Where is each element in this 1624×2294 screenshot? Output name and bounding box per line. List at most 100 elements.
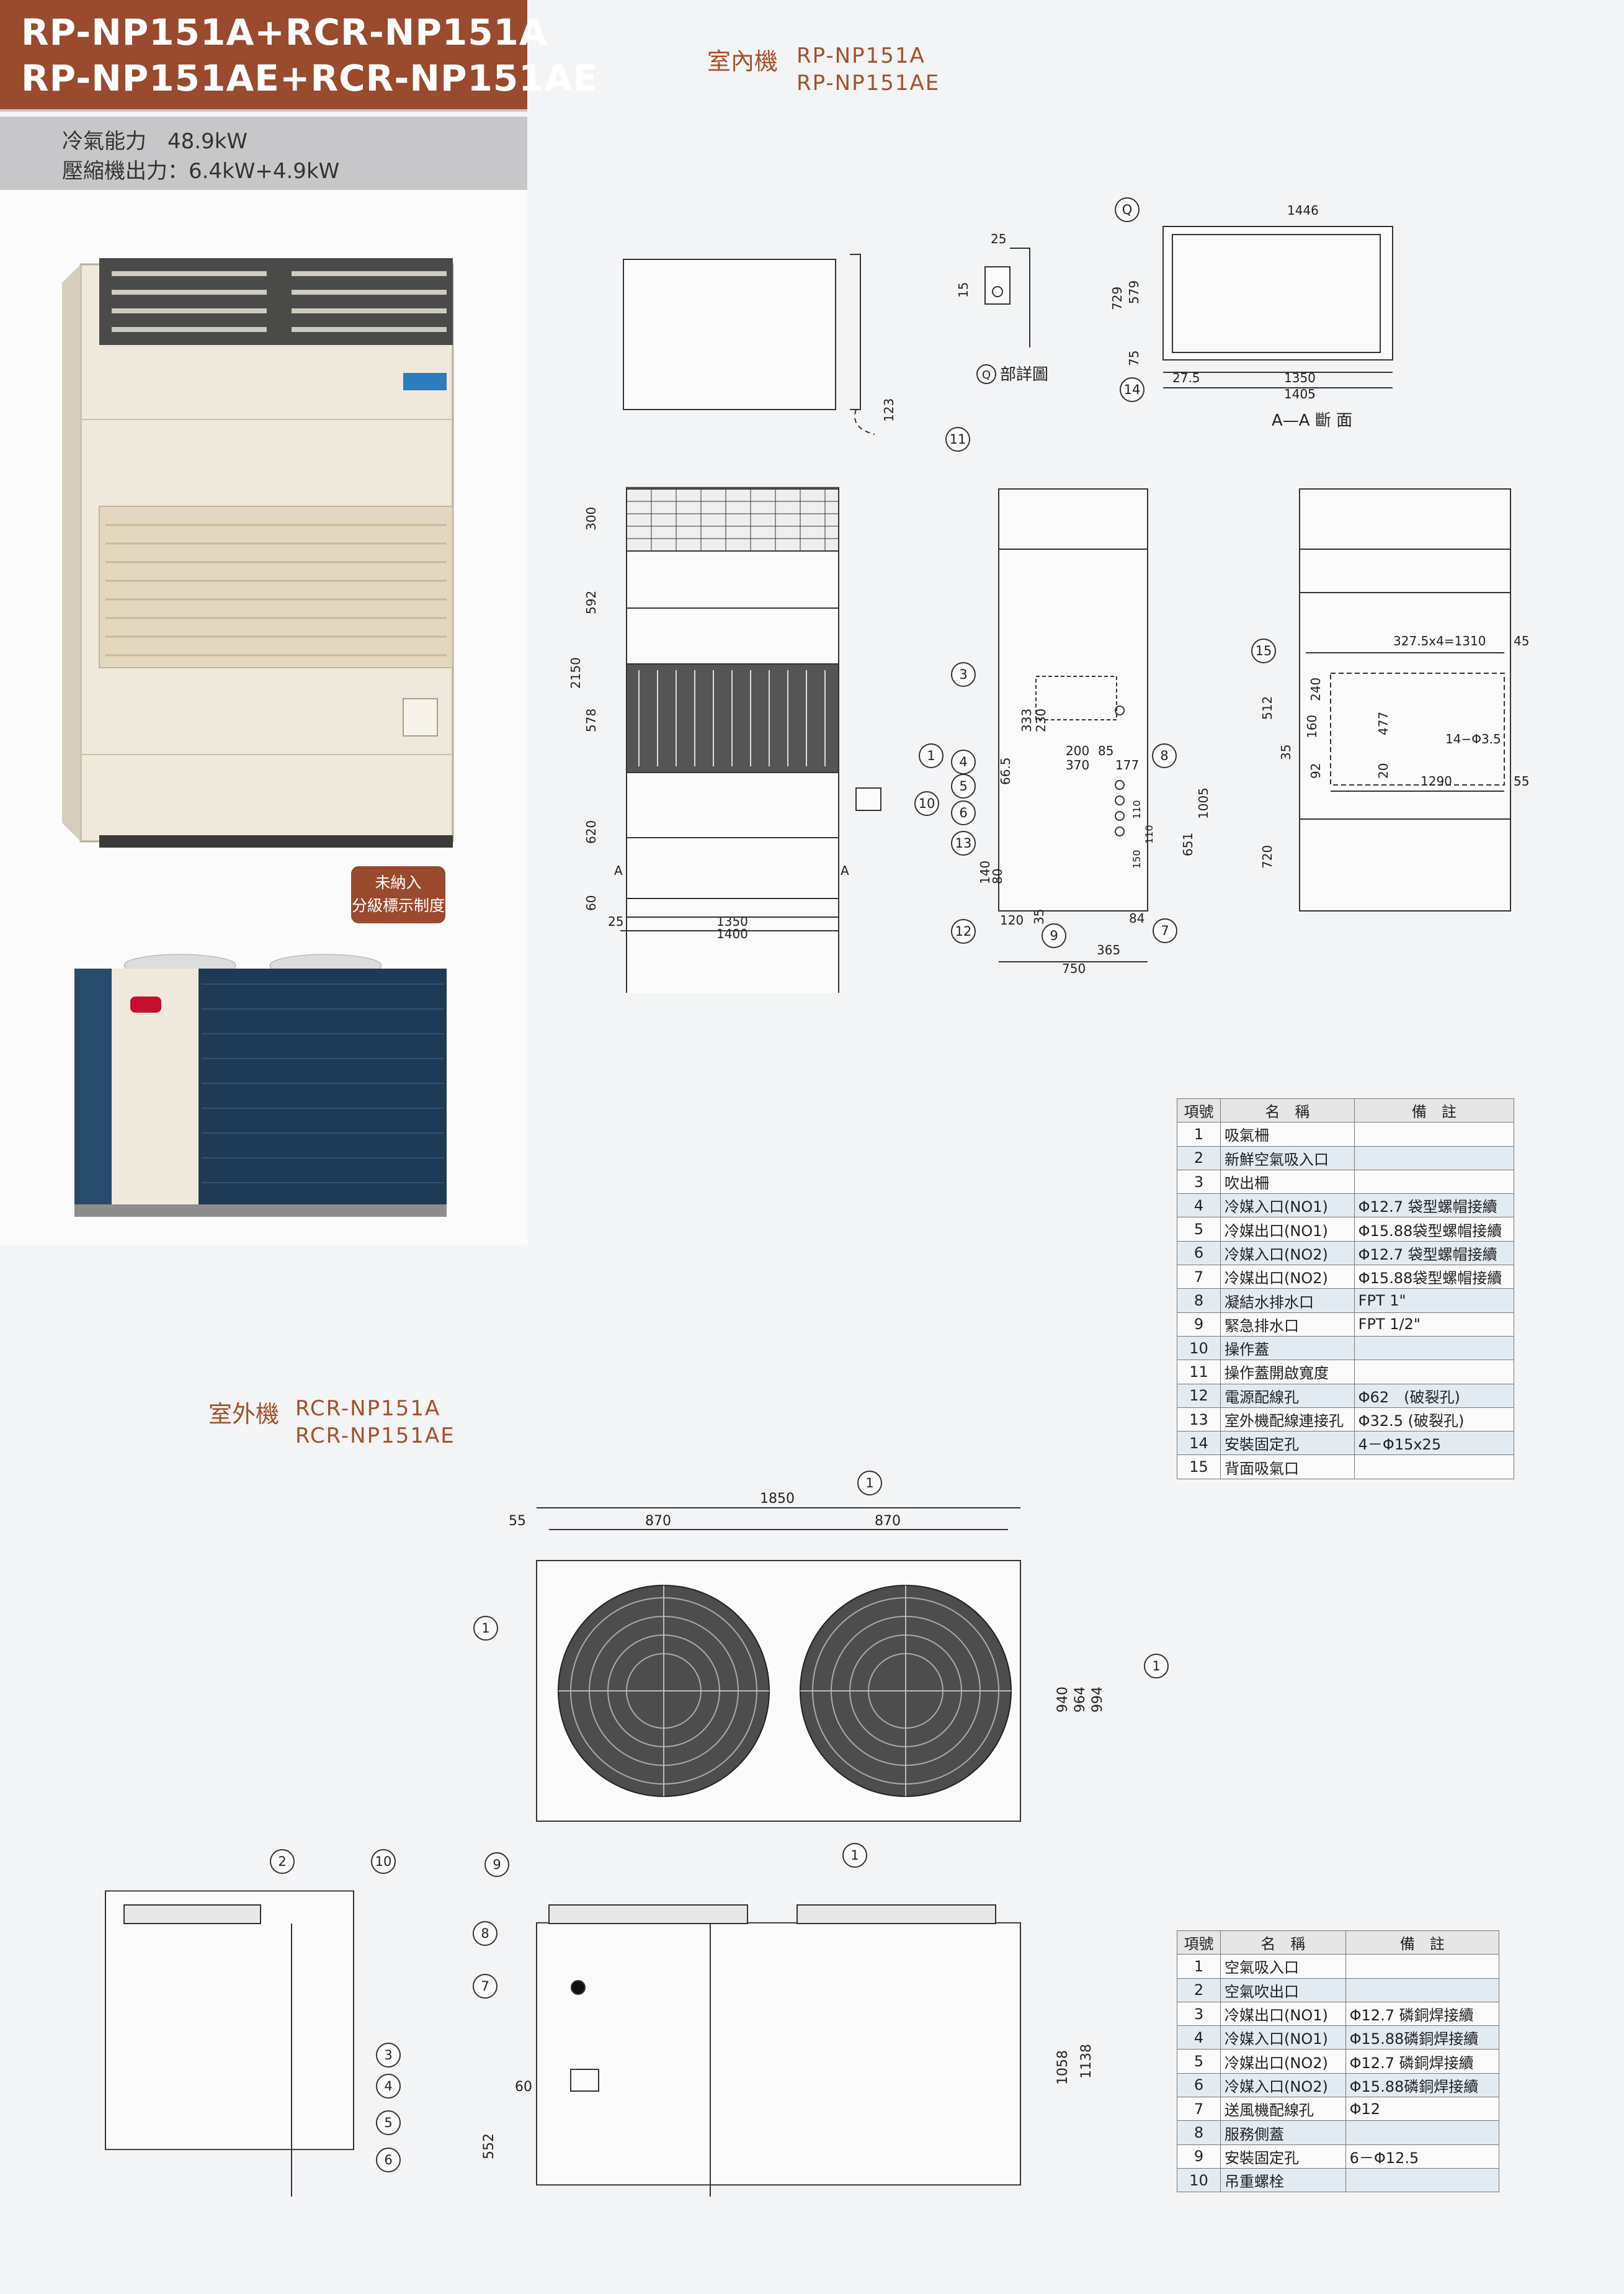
part-note: [1345, 1978, 1500, 2002]
dim-620: 620: [584, 820, 599, 844]
dim-750: 750: [1062, 961, 1086, 976]
part-number: 10: [1177, 2167, 1221, 2193]
indoor-section-label: 室內機: [707, 48, 779, 75]
part-note: Φ32.5 (破裂孔): [1354, 1407, 1515, 1432]
cooling-capacity: 冷氣能力 48.9kW: [62, 129, 248, 154]
callout-7: 7: [473, 1974, 497, 1999]
part-number: 1: [1177, 1122, 1221, 1147]
callout-1: 1: [1144, 1654, 1169, 1678]
dim-579: 579: [1127, 280, 1141, 304]
indoor-top-view: [623, 259, 836, 410]
dim-60: 60: [584, 895, 599, 911]
badge-line1: 未納入: [375, 874, 422, 892]
part-name: 安裝固定孔: [1220, 1431, 1355, 1456]
col-header-name: 名 稱: [1220, 1098, 1355, 1123]
dim-55: 55: [509, 1513, 526, 1529]
col-header-note: 備 註: [1345, 1930, 1500, 1955]
part-number: 10: [1177, 1335, 1221, 1361]
part-number: 6: [1177, 2072, 1221, 2098]
compressor-output: 壓縮機出力：6.4kW+4.9kW: [62, 159, 340, 184]
callout-1: 1: [473, 1616, 498, 1641]
part-number: 1: [1177, 1954, 1221, 1979]
part-name: 冷媒出口(NO2): [1220, 1265, 1355, 1289]
dim-140: 140: [978, 861, 993, 884]
outdoor-unit-photo: [74, 954, 447, 1217]
part-number: 3: [1177, 2001, 1221, 2027]
part-name: 安裝固定孔: [1220, 2144, 1346, 2169]
col-header-no: 項號: [1177, 1098, 1221, 1123]
indoor-unit-photo: [62, 258, 454, 848]
indoor-rear-view: [1299, 488, 1511, 912]
part-note: Φ15.88磷銅焊接續: [1345, 2072, 1500, 2098]
part-number: 12: [1177, 1383, 1221, 1408]
part-number: 14: [1177, 1431, 1221, 1456]
dim-66-5: 66.5: [998, 757, 1013, 785]
part-note: [1354, 1335, 1515, 1361]
part-note: [1354, 1122, 1515, 1147]
grade-label-badge: 未納入 分級標示制度: [351, 866, 445, 923]
section-label: A—A 斷 面: [1272, 411, 1352, 430]
part-number: 5: [1177, 1217, 1221, 1242]
q-detail-edge: [1010, 248, 1030, 347]
part-name: 操作蓋: [1220, 1335, 1355, 1361]
dim-870-left: 870: [645, 1513, 671, 1529]
callout-4: 4: [951, 750, 976, 774]
callout-15: 15: [1251, 638, 1276, 663]
callout-10: 10: [914, 791, 939, 816]
part-number: 9: [1177, 1312, 1221, 1337]
dim-75: 75: [1127, 351, 1141, 366]
dim-2150: 2150: [568, 657, 583, 689]
dim-1400: 1400: [716, 926, 748, 941]
dim-592: 592: [584, 591, 599, 614]
part-note: Φ15.88磷銅焊接續: [1345, 2025, 1500, 2050]
aa-section-frame: [1162, 226, 1393, 361]
dim-994: 994: [1090, 1687, 1105, 1713]
part-number: 8: [1177, 1288, 1221, 1313]
callout-11: 11: [945, 427, 970, 452]
dim-177: 177: [1115, 758, 1139, 773]
indoor-model-1: RP-NP151A: [796, 43, 926, 68]
part-number: 2: [1177, 1978, 1221, 2002]
service-cover-mark: [571, 1980, 586, 1995]
callout-3: 3: [376, 2043, 401, 2068]
outdoor-section-label: 室外機: [208, 1400, 280, 1428]
callout-8: 8: [473, 1921, 497, 1946]
part-name: 冷媒出口(NO1): [1220, 1217, 1355, 1242]
callout-q-detail-label: Q: [982, 369, 991, 382]
callout-9: 9: [484, 1852, 509, 1877]
dim-1005: 1005: [1196, 787, 1211, 819]
col-header-note: 備 註: [1354, 1098, 1515, 1123]
front-fan-guard-right: [796, 1904, 996, 1924]
callout-12: 12: [951, 919, 976, 944]
part-number: 2: [1177, 1145, 1221, 1170]
dim-92: 92: [1308, 763, 1323, 779]
callout-4: 4: [376, 2074, 401, 2099]
dim-80: 80: [990, 869, 1005, 884]
part-name: 送風機配線孔: [1220, 2097, 1346, 2122]
dim-55-rear: 55: [1514, 774, 1529, 789]
top-view-edge: [850, 254, 861, 410]
callout-8: 8: [1152, 743, 1177, 768]
dim-14-phi: 14−Φ3.5: [1445, 732, 1501, 746]
part-note: [1354, 1454, 1515, 1479]
dim-578: 578: [584, 709, 599, 732]
dim-370: 370: [1066, 758, 1089, 773]
dim-327-5x4: 327.5x4=1310: [1393, 634, 1486, 648]
part-name: 吸氣柵: [1220, 1122, 1355, 1147]
dim-110-a: 110: [1131, 800, 1143, 819]
part-number: 8: [1177, 2120, 1221, 2145]
detail-label: 部詳圖: [1000, 365, 1048, 384]
